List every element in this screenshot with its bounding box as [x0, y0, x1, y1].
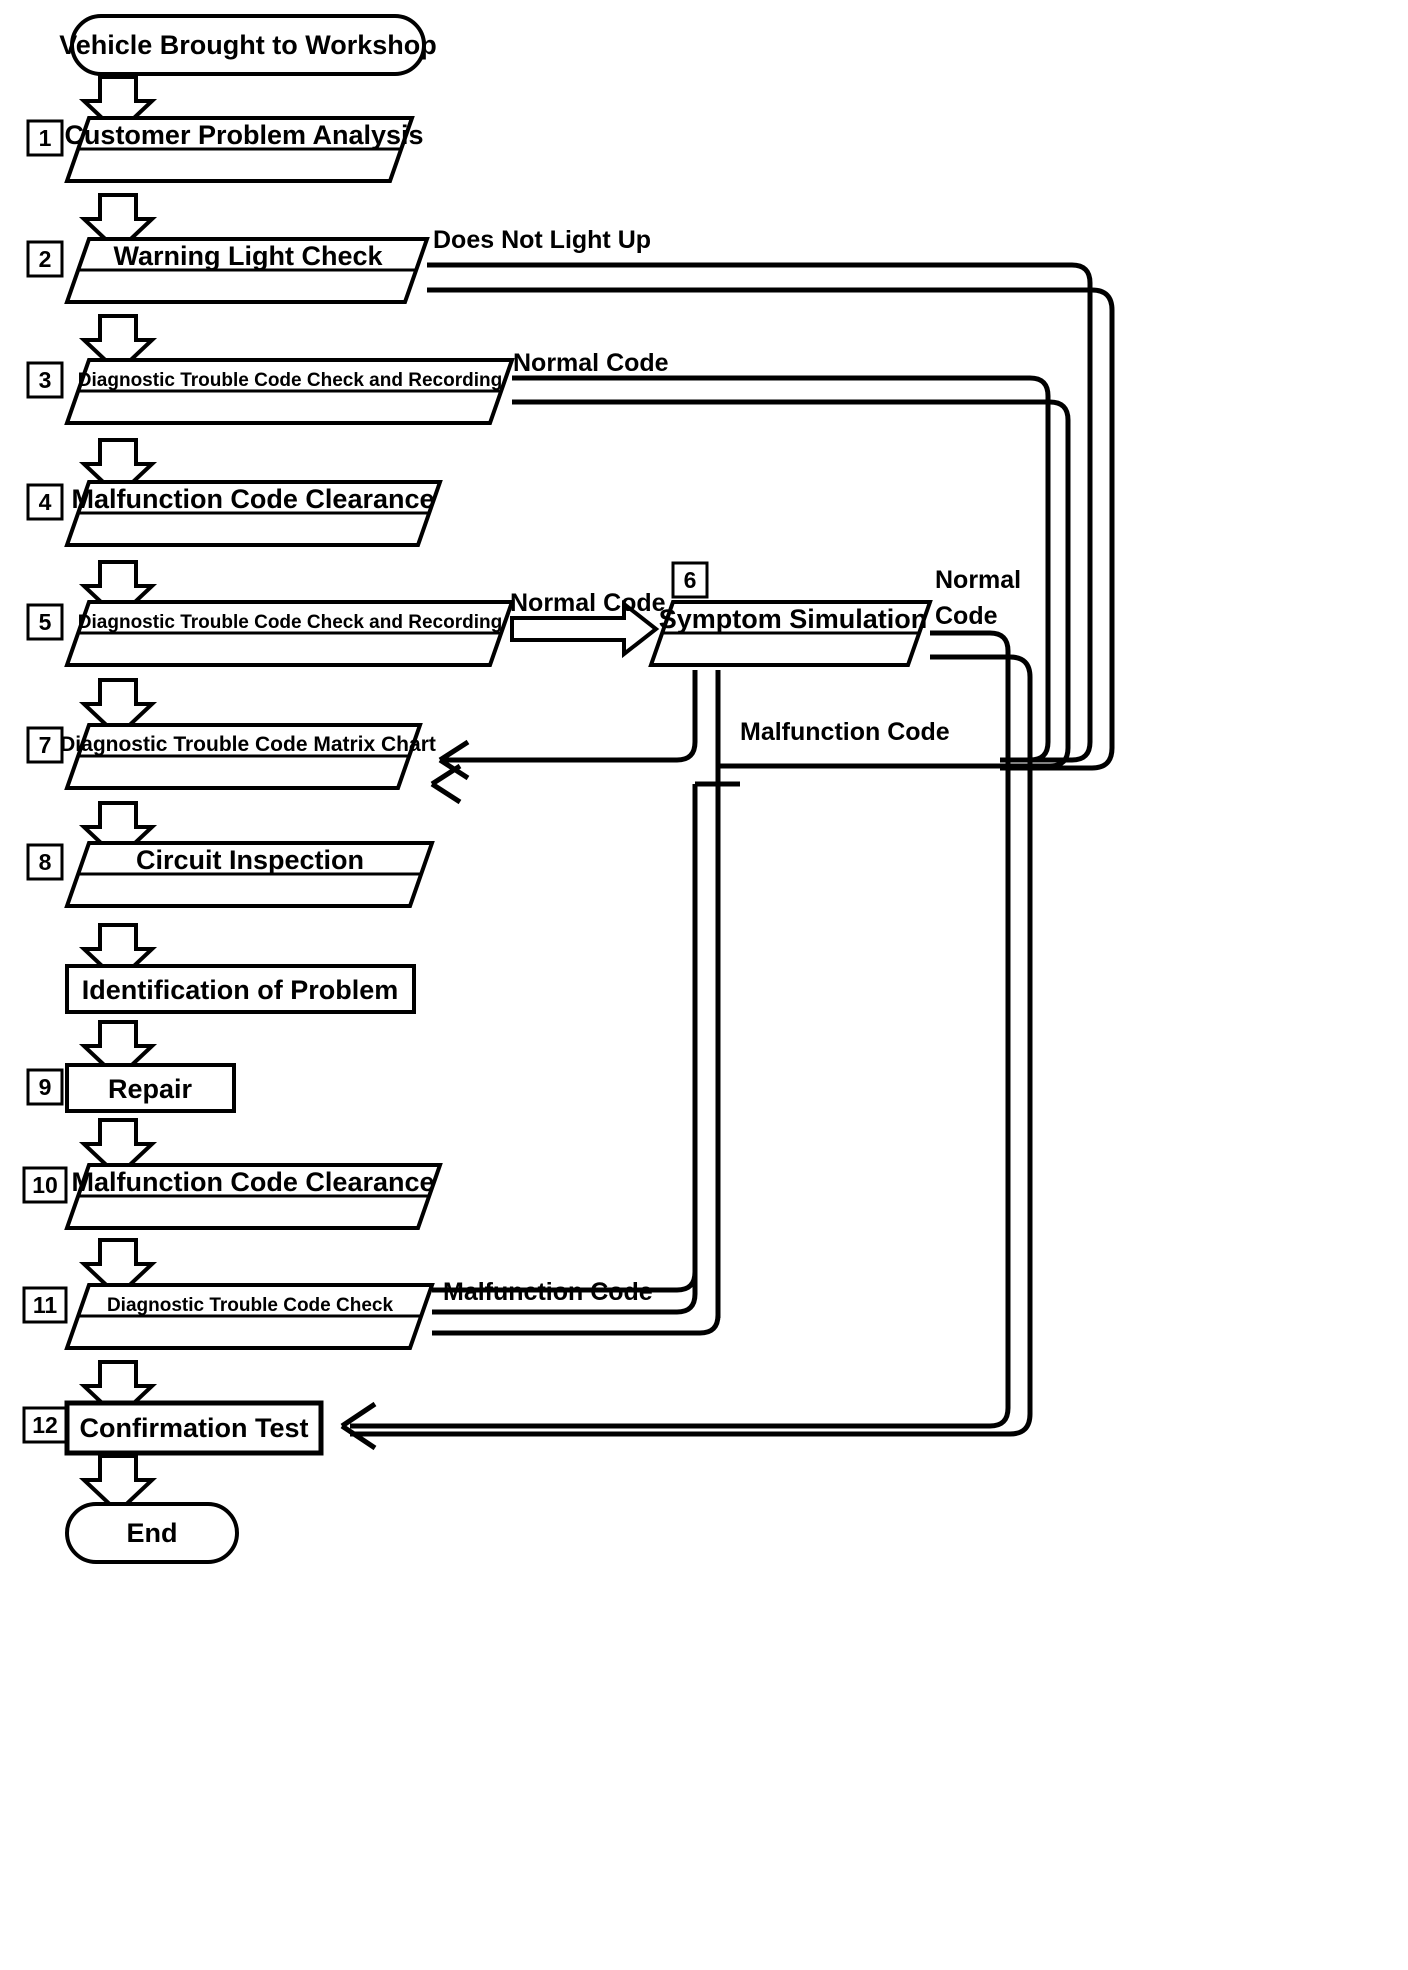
node-start[interactable]: Vehicle Brought to Workshop: [59, 14, 437, 76]
step-number-box-8: [26, 843, 64, 881]
connector-normal-code-step3: [512, 375, 1071, 769]
connector-does-not-light-up: [427, 262, 1115, 771]
step-number-box-3: [26, 361, 64, 399]
node-step-3-label: Diagnostic Trouble Code Check and Record…: [78, 370, 502, 391]
node-step-7-label: Diagnostic Trouble Code Matrix Chart: [60, 733, 436, 756]
arrow-step10-to-step11: [78, 1238, 158, 1299]
branch-label-malfunction-code-step6: Malfunction Code: [740, 718, 950, 746]
step-number-3: 3: [39, 367, 52, 393]
node-step-12-label: Confirmation Test: [80, 1413, 309, 1443]
node-step-5[interactable]: 5 Diagnostic Trouble Code Check and Reco…: [26, 600, 515, 667]
node-step-4-label: Malfunction Code Clearance: [71, 484, 434, 514]
node-step-11-label: Diagnostic Trouble Code Check: [107, 1295, 394, 1316]
branch-label-malfunction-code-step11: Malfunction Code: [443, 1278, 653, 1306]
arrow-step5-to-step7: [78, 678, 158, 739]
step-number-5: 5: [39, 609, 52, 635]
node-step-9[interactable]: 9 Repair: [26, 1063, 236, 1113]
step-number-box-6: [671, 561, 709, 599]
step-number-8: 8: [39, 849, 52, 875]
step-number-1: 1: [39, 125, 52, 151]
step-number-2: 2: [39, 246, 52, 272]
connector-malfunction-code-step11: [432, 1271, 721, 1336]
branch-label-normal-code-step5: Normal Code: [510, 589, 666, 617]
step-number-box-7: [26, 726, 64, 764]
arrow-step9-to-step10: [78, 1118, 158, 1179]
connector-malfunction-code-step7-in: [695, 763, 1000, 787]
arrow-step1-to-step2: [78, 193, 158, 254]
node-step-10-label: Malfunction Code Clearance: [71, 1167, 434, 1197]
node-step-9-label: Repair: [108, 1074, 193, 1104]
node-step-1-label: Customer Problem Analysis: [64, 120, 423, 150]
arrow-step2-to-step3: [78, 314, 158, 375]
arrow-identification-to-step9: [78, 1020, 158, 1081]
step-number-box-2: [26, 240, 64, 278]
step-number-box-1: [26, 119, 64, 157]
step-number-9: 9: [39, 1074, 52, 1100]
arrowhead-into-step12: [340, 1401, 377, 1451]
step-number-6: 6: [684, 567, 697, 593]
connector-malfunction-code-step6: [432, 670, 721, 1318]
node-step-10[interactable]: 10 Malfunction Code Clearance: [22, 1163, 443, 1230]
branch-label-does-not-light-up: Does Not Light Up: [433, 226, 651, 254]
node-end-label: End: [127, 1518, 178, 1548]
branch-label-normal-code-step3: Normal Code: [513, 349, 669, 377]
node-step-3[interactable]: 3 Diagnostic Trouble Code Check and Reco…: [26, 358, 515, 425]
node-step-8[interactable]: 8 Circuit Inspection: [26, 841, 435, 908]
step-number-box-10: [22, 1166, 68, 1204]
step-number-box-5: [26, 603, 64, 641]
node-start-label: Vehicle Brought to Workshop: [59, 30, 437, 60]
node-step-7[interactable]: 7 Diagnostic Trouble Code Matrix Chart: [26, 723, 436, 790]
arrowhead-into-step7-lower: [430, 763, 462, 805]
branch-label-normal-code-step6-line1: Normal: [935, 566, 1021, 594]
step-number-4: 4: [39, 489, 52, 515]
node-identification-of-problem-label: Identification of Problem: [82, 975, 399, 1005]
node-step-12[interactable]: 12 Confirmation Test: [22, 1400, 324, 1456]
node-step-6-label: Symptom Simulation: [659, 604, 928, 634]
node-step-6[interactable]: 6 Symptom Simulation: [648, 561, 933, 667]
arrow-step5-to-step6: [510, 599, 660, 659]
node-step-1[interactable]: 1 Customer Problem Analysis: [26, 116, 424, 183]
step-number-10: 10: [32, 1172, 58, 1198]
step-number-12: 12: [32, 1412, 58, 1438]
node-step-2-label: Warning Light Check: [114, 241, 384, 271]
step-number-11: 11: [33, 1292, 58, 1318]
node-end[interactable]: End: [65, 1502, 239, 1564]
node-identification-of-problem[interactable]: Identification of Problem: [65, 964, 416, 1014]
step-number-box-9: [26, 1068, 64, 1106]
node-step-8-label: Circuit Inspection: [136, 845, 364, 875]
step-number-box-4: [26, 483, 64, 521]
node-step-2[interactable]: 2 Warning Light Check: [26, 237, 430, 304]
step-number-7: 7: [39, 732, 52, 758]
node-step-11[interactable]: 11 Diagnostic Trouble Code Check: [22, 1283, 435, 1350]
connector-normal-code-step6: [350, 630, 1033, 1437]
arrow-step12-to-end: [78, 1454, 158, 1515]
node-step-5-label: Diagnostic Trouble Code Check and Record…: [78, 612, 502, 633]
branch-label-normal-code-step6-line2: Code: [935, 602, 998, 630]
node-step-4[interactable]: 4 Malfunction Code Clearance: [26, 480, 443, 547]
step-number-box-11: [22, 1286, 68, 1324]
